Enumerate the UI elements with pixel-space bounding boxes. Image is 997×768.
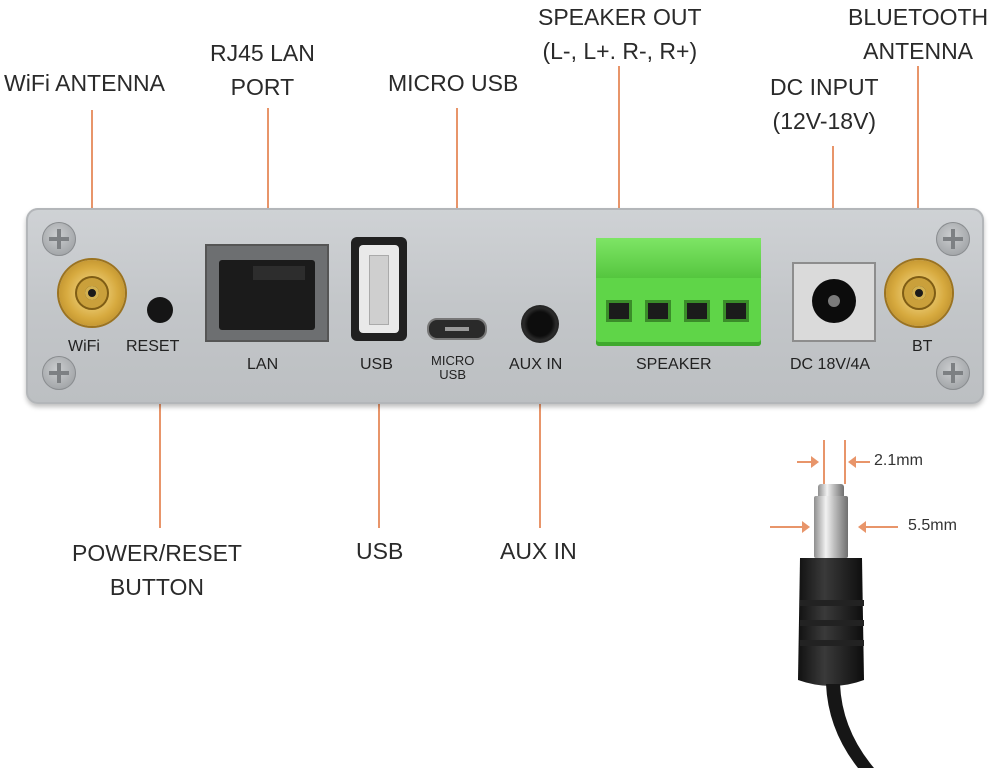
callout-dc-input-line1: DC INPUT [770,74,879,100]
callout-rj45-line2: PORT [230,74,295,100]
pin-arrow-right [848,456,870,468]
plug-barrel [814,496,848,558]
callout-aux-in: AUX IN [500,538,577,564]
panel-label-dc: DC 18V/4A [790,356,871,373]
leader-aux-in [539,324,541,528]
panel-label-micro-line1: MICRO [431,353,475,368]
callout-bt-antenna-line1: BLUETOOTH [848,4,989,30]
dc-power-jack [792,262,876,342]
panel-label-wifi: WiFi [68,338,100,355]
plug-grip-3 [800,640,864,646]
panel-label-bt: BT [912,338,933,355]
screw-bottom-left [42,356,76,390]
callout-speaker-out-line2: (L-, L+. R-, R+) [542,38,698,64]
micro-usb-port [427,318,487,340]
panel-label-micro-usb: MICRO USB [431,354,474,382]
screw-bottom-right [936,356,970,390]
callout-usb: USB [356,538,404,564]
screw-top-left [42,222,76,256]
speaker-slot-4 [723,300,749,322]
speaker-slot-1 [606,300,632,322]
callout-rj45-lan-port: RJ45 LAN PORT [210,36,315,104]
leader-wifi-antenna [91,110,93,280]
plug-grip-1 [800,600,864,606]
usb-port [351,237,407,341]
panel-label-aux-in: AUX IN [509,356,563,373]
leader-reset [159,322,161,528]
lan-port [205,244,329,342]
barrel-arrow-right [858,521,898,533]
callout-speaker-out: SPEAKER OUT (L-, L+. R-, R+) [538,0,702,68]
callout-bt-antenna-line2: ANTENNA [863,38,974,64]
speaker-terminal-block [596,238,761,346]
dimension-barrel-diameter: 5.5mm [908,517,957,534]
plug-cable [826,684,874,768]
plug-grip-2 [800,620,864,626]
callout-power-reset-line2: BUTTON [109,574,205,600]
dimension-pin-diameter: 2.1mm [874,452,923,469]
screw-top-right [936,222,970,256]
callout-dc-input-line2: (12V-18V) [772,108,877,134]
panel-label-micro-line2: USB [439,367,467,382]
callout-rj45-line1: RJ45 LAN [210,40,315,66]
callout-wifi-antenna: WiFi ANTENNA [4,70,165,96]
panel-label-reset: RESET [126,338,180,355]
pin-guide-left [823,440,825,484]
bt-antenna-connector [886,260,952,326]
leader-bt-antenna [917,66,919,280]
aux-in-jack [521,305,559,343]
leader-usb [378,288,380,528]
callout-speaker-out-line1: SPEAKER OUT [538,4,702,30]
panel-label-speaker: SPEAKER [636,356,712,373]
barrel-arrow-left [770,521,810,533]
speaker-slot-3 [684,300,710,322]
wifi-antenna-connector [59,260,125,326]
callout-power-reset-line1: POWER/RESET [72,540,242,566]
callout-micro-usb: MICRO USB [388,70,519,96]
dc-plug-icon [798,484,874,768]
speaker-slot-2 [645,300,671,322]
leader-speaker-out [618,66,620,284]
pin-arrow-left [797,456,819,468]
panel-label-lan: LAN [247,356,279,373]
pin-guide-right [844,440,846,484]
reset-button [147,297,173,323]
leader-rj45 [267,108,269,258]
callout-dc-input: DC INPUT (12V-18V) [770,70,879,138]
panel-label-usb: USB [360,356,393,373]
callout-bt-antenna: BLUETOOTH ANTENNA [848,0,988,68]
callout-power-reset-button: POWER/RESET BUTTON [72,536,242,604]
